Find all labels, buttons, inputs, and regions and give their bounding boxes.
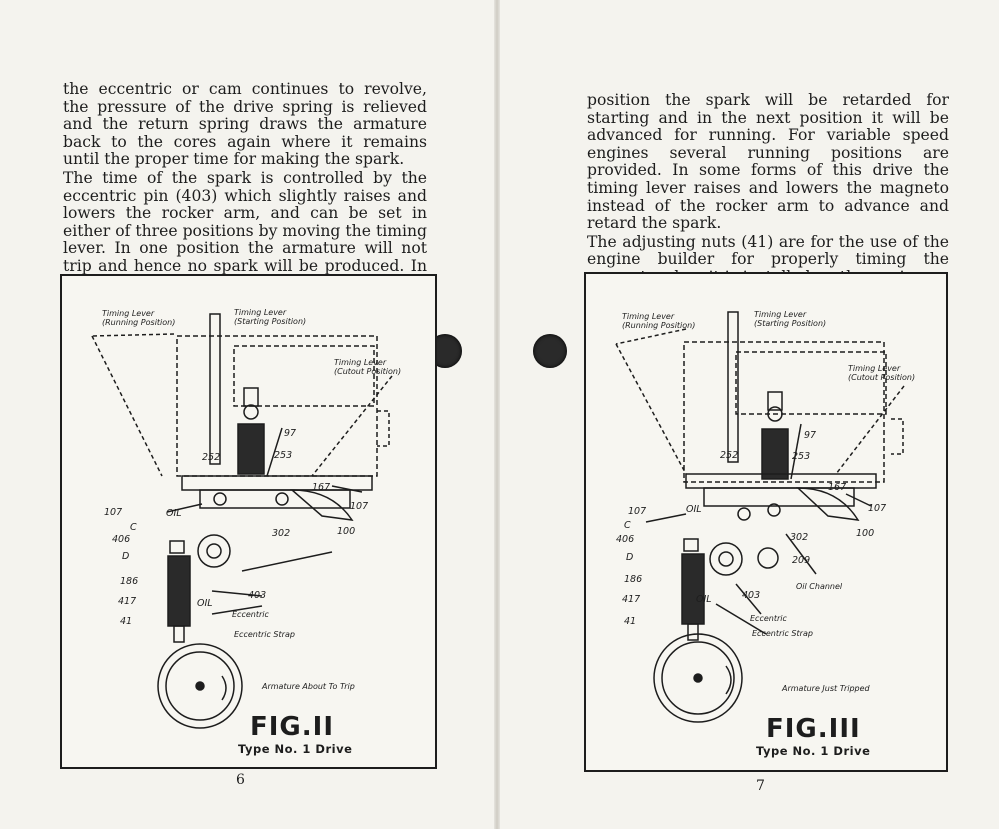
part-number: 100 [337,526,356,537]
magneto-drive-diagram [91,313,393,729]
oil-label: OIL [686,504,702,515]
figure-3: Timing Lever (Running Position) Timing L… [584,272,948,772]
part-number: 417 [118,596,137,607]
label-line: Timing Lever [102,309,155,318]
part-number: 97 [804,430,817,441]
label-timing-lever-starting: Timing Lever (Starting Position) [234,308,306,326]
label-timing-lever-cutout: Timing Lever (Cutout Position) [334,358,401,376]
label-timing-lever-starting: Timing Lever (Starting Position) [754,310,826,328]
part-number: 100 [856,528,875,539]
part-number: 403 [742,590,761,601]
part-number: 209 [792,555,811,566]
part-number: 417 [622,594,641,605]
label-line: (Running Position) [102,318,176,327]
label-eccentric-strap: Eccentric Strap [752,629,813,638]
part-number: 107 [104,507,123,518]
label-eccentric-strap: Eccentric Strap [234,630,295,639]
part-letter: D [122,551,130,562]
part-number: 107 [350,501,369,512]
figure-2: Timing Lever (Running Position) Timing L… [60,274,437,769]
part-number: 302 [272,528,291,539]
part-number: 186 [120,576,139,587]
magneto-drive-diagram [615,311,905,723]
figure-title: FIG.III [766,714,861,744]
part-number: 403 [248,590,267,601]
part-number: 167 [828,482,847,493]
part-number: 406 [616,534,635,545]
part-number: 97 [284,428,297,439]
label-line: Timing Lever [234,308,287,317]
label-line: (Cutout Position) [848,373,916,382]
label-line: (Cutout Position) [334,367,402,376]
figure-subtitle: Type No. 1 Drive [238,742,353,756]
figure-title: FIG.II [250,712,334,742]
part-letter: C [624,520,631,531]
part-number: 107 [868,503,887,514]
label-eccentric: Eccentric [750,614,787,623]
label-line: Timing Lever [754,310,807,319]
part-number: 41 [120,616,133,627]
label-line: Timing Lever [848,364,901,373]
label-eccentric: Eccentric [232,610,269,619]
book-spine [494,0,500,829]
paragraph: position the spark will be retarded for … [587,91,949,233]
oil-label: OIL [197,598,213,609]
oil-label: OIL [696,594,712,605]
right-page-text: position the spark will be retarded for … [587,91,949,287]
page-number: 7 [756,778,765,794]
punch-hole-right [533,334,567,368]
part-number: 406 [112,534,131,545]
part-number: 41 [624,616,637,627]
part-number: 253 [274,450,293,461]
part-number: 107 [628,506,647,517]
part-number: 253 [792,451,811,462]
label-line: (Starting Position) [754,319,827,328]
page-number: 6 [236,772,245,788]
label-timing-lever-running: Timing Lever (Running Position) [622,312,695,330]
figure-subtitle: Type No. 1 Drive [756,744,871,758]
part-letter: C [130,522,137,533]
label-line: Timing Lever [334,358,387,367]
label-timing-lever-cutout: Timing Lever (Cutout Position) [848,364,915,382]
part-number: 302 [790,532,809,543]
part-letter: D [626,552,634,563]
label-timing-lever-running: Timing Lever (Running Position) [102,309,175,327]
label-line: (Starting Position) [234,317,307,326]
label-oil-channel: Oil Channel [796,582,843,591]
oil-label: OIL [166,508,182,519]
part-number: 252 [202,452,221,463]
paragraph: the eccentric or cam continues to revolv… [63,80,427,169]
left-page-text: the eccentric or cam continues to revolv… [63,80,427,293]
paragraph: The time of the spark is controlled by t… [63,168,427,292]
part-number: 167 [312,482,331,493]
part-number: 252 [720,450,739,461]
label-line: (Running Position) [622,321,696,330]
part-number: 186 [624,574,643,585]
label-line: Timing Lever [622,312,675,321]
label-armature-about-to-trip: Armature About To Trip [262,682,355,691]
label-armature-just-tripped: Armature Just Tripped [782,684,870,693]
